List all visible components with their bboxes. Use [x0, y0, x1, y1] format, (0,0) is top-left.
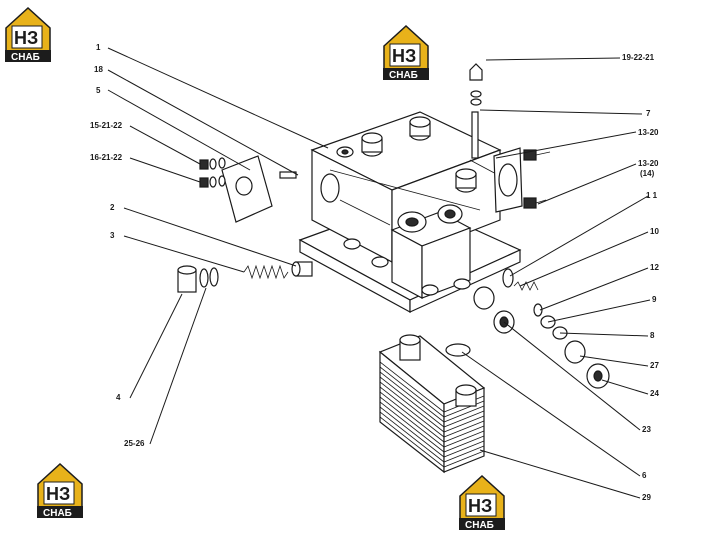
spring-10	[513, 281, 539, 291]
callout-15-21-22: 15-21-22	[90, 121, 123, 130]
logo-word: СНАБ	[43, 508, 72, 519]
callout-10: 10	[650, 227, 659, 236]
callout-7: 7	[646, 109, 651, 118]
callout-27: 27	[650, 361, 659, 370]
callout-12: 12	[650, 263, 659, 272]
oring-27	[564, 340, 586, 364]
spring-3	[243, 264, 289, 280]
oring-23-a	[473, 286, 495, 310]
logo-letters: НЗ	[468, 496, 492, 516]
logo-bottom-left: НЗ СНАБ	[37, 462, 83, 519]
cooler-fin	[379, 406, 485, 458]
callout-14: (14)	[640, 169, 655, 178]
callout-24: 24	[650, 389, 659, 398]
callout-25-26: 25-26	[124, 439, 145, 448]
cap-19	[469, 63, 483, 106]
logo-letters: НЗ	[46, 484, 70, 504]
ring-6	[445, 343, 471, 357]
valve-2	[291, 261, 313, 277]
logo-word: СНАБ	[11, 52, 40, 63]
callout-13-20-a: 13-20	[638, 128, 659, 137]
stud-7	[471, 111, 479, 159]
callout-8: 8	[650, 331, 655, 340]
flange-gasket	[493, 147, 523, 213]
bolt-13-20-a	[523, 149, 551, 161]
logo-bottom-center: НЗ СНАБ	[459, 474, 505, 531]
pin-18	[279, 171, 297, 179]
logo-top-left: НЗ СНАБ	[5, 6, 51, 63]
housing-body	[298, 111, 522, 314]
callout-2: 2	[110, 203, 115, 212]
callout-labels: 1 18 5 15-21-22 16-21-22 2 3 4 25-26 19-…	[90, 43, 659, 502]
callout-4: 4	[116, 393, 121, 402]
logo-letters: НЗ	[14, 28, 38, 48]
cooler-fin	[379, 391, 485, 443]
cooler-fin	[379, 376, 485, 428]
callout-11: 1 1	[646, 191, 658, 200]
plug-4	[177, 265, 219, 293]
cooler-fin	[379, 381, 485, 433]
cooler-fin	[379, 416, 485, 468]
callout-29: 29	[642, 493, 651, 502]
seal-11	[502, 268, 514, 288]
oil-cooler-29	[378, 334, 486, 474]
callout-18: 18	[94, 65, 103, 74]
cooler-fin	[379, 411, 485, 463]
bolt-15	[199, 157, 226, 170]
callout-1: 1	[96, 43, 101, 52]
callout-6: 6	[642, 471, 647, 480]
bolt-13-20-b	[523, 197, 547, 209]
logo-letters: НЗ	[392, 46, 416, 66]
cooler-fin	[379, 401, 485, 453]
logo-word: СНАБ	[389, 70, 418, 81]
callout-19-22-21: 19-22-21	[622, 53, 655, 62]
cooler-fin	[379, 386, 485, 438]
callout-16-21-22: 16-21-22	[90, 153, 123, 162]
callout-9: 9	[652, 295, 657, 304]
callout-13-20-b: 13-20	[638, 159, 659, 168]
logo-top-center: НЗ СНАБ	[383, 24, 429, 81]
callout-5: 5	[96, 86, 101, 95]
ring-12	[533, 303, 543, 317]
leader-lines	[107, 47, 651, 499]
cooler-fin	[379, 371, 485, 423]
gasket-5	[221, 155, 273, 223]
cooler-fin	[379, 396, 485, 448]
bolt-16	[199, 175, 226, 188]
logo-word: СНАБ	[465, 520, 494, 531]
callout-3: 3	[110, 231, 115, 240]
callout-23: 23	[642, 425, 651, 434]
plug-24	[586, 363, 610, 389]
